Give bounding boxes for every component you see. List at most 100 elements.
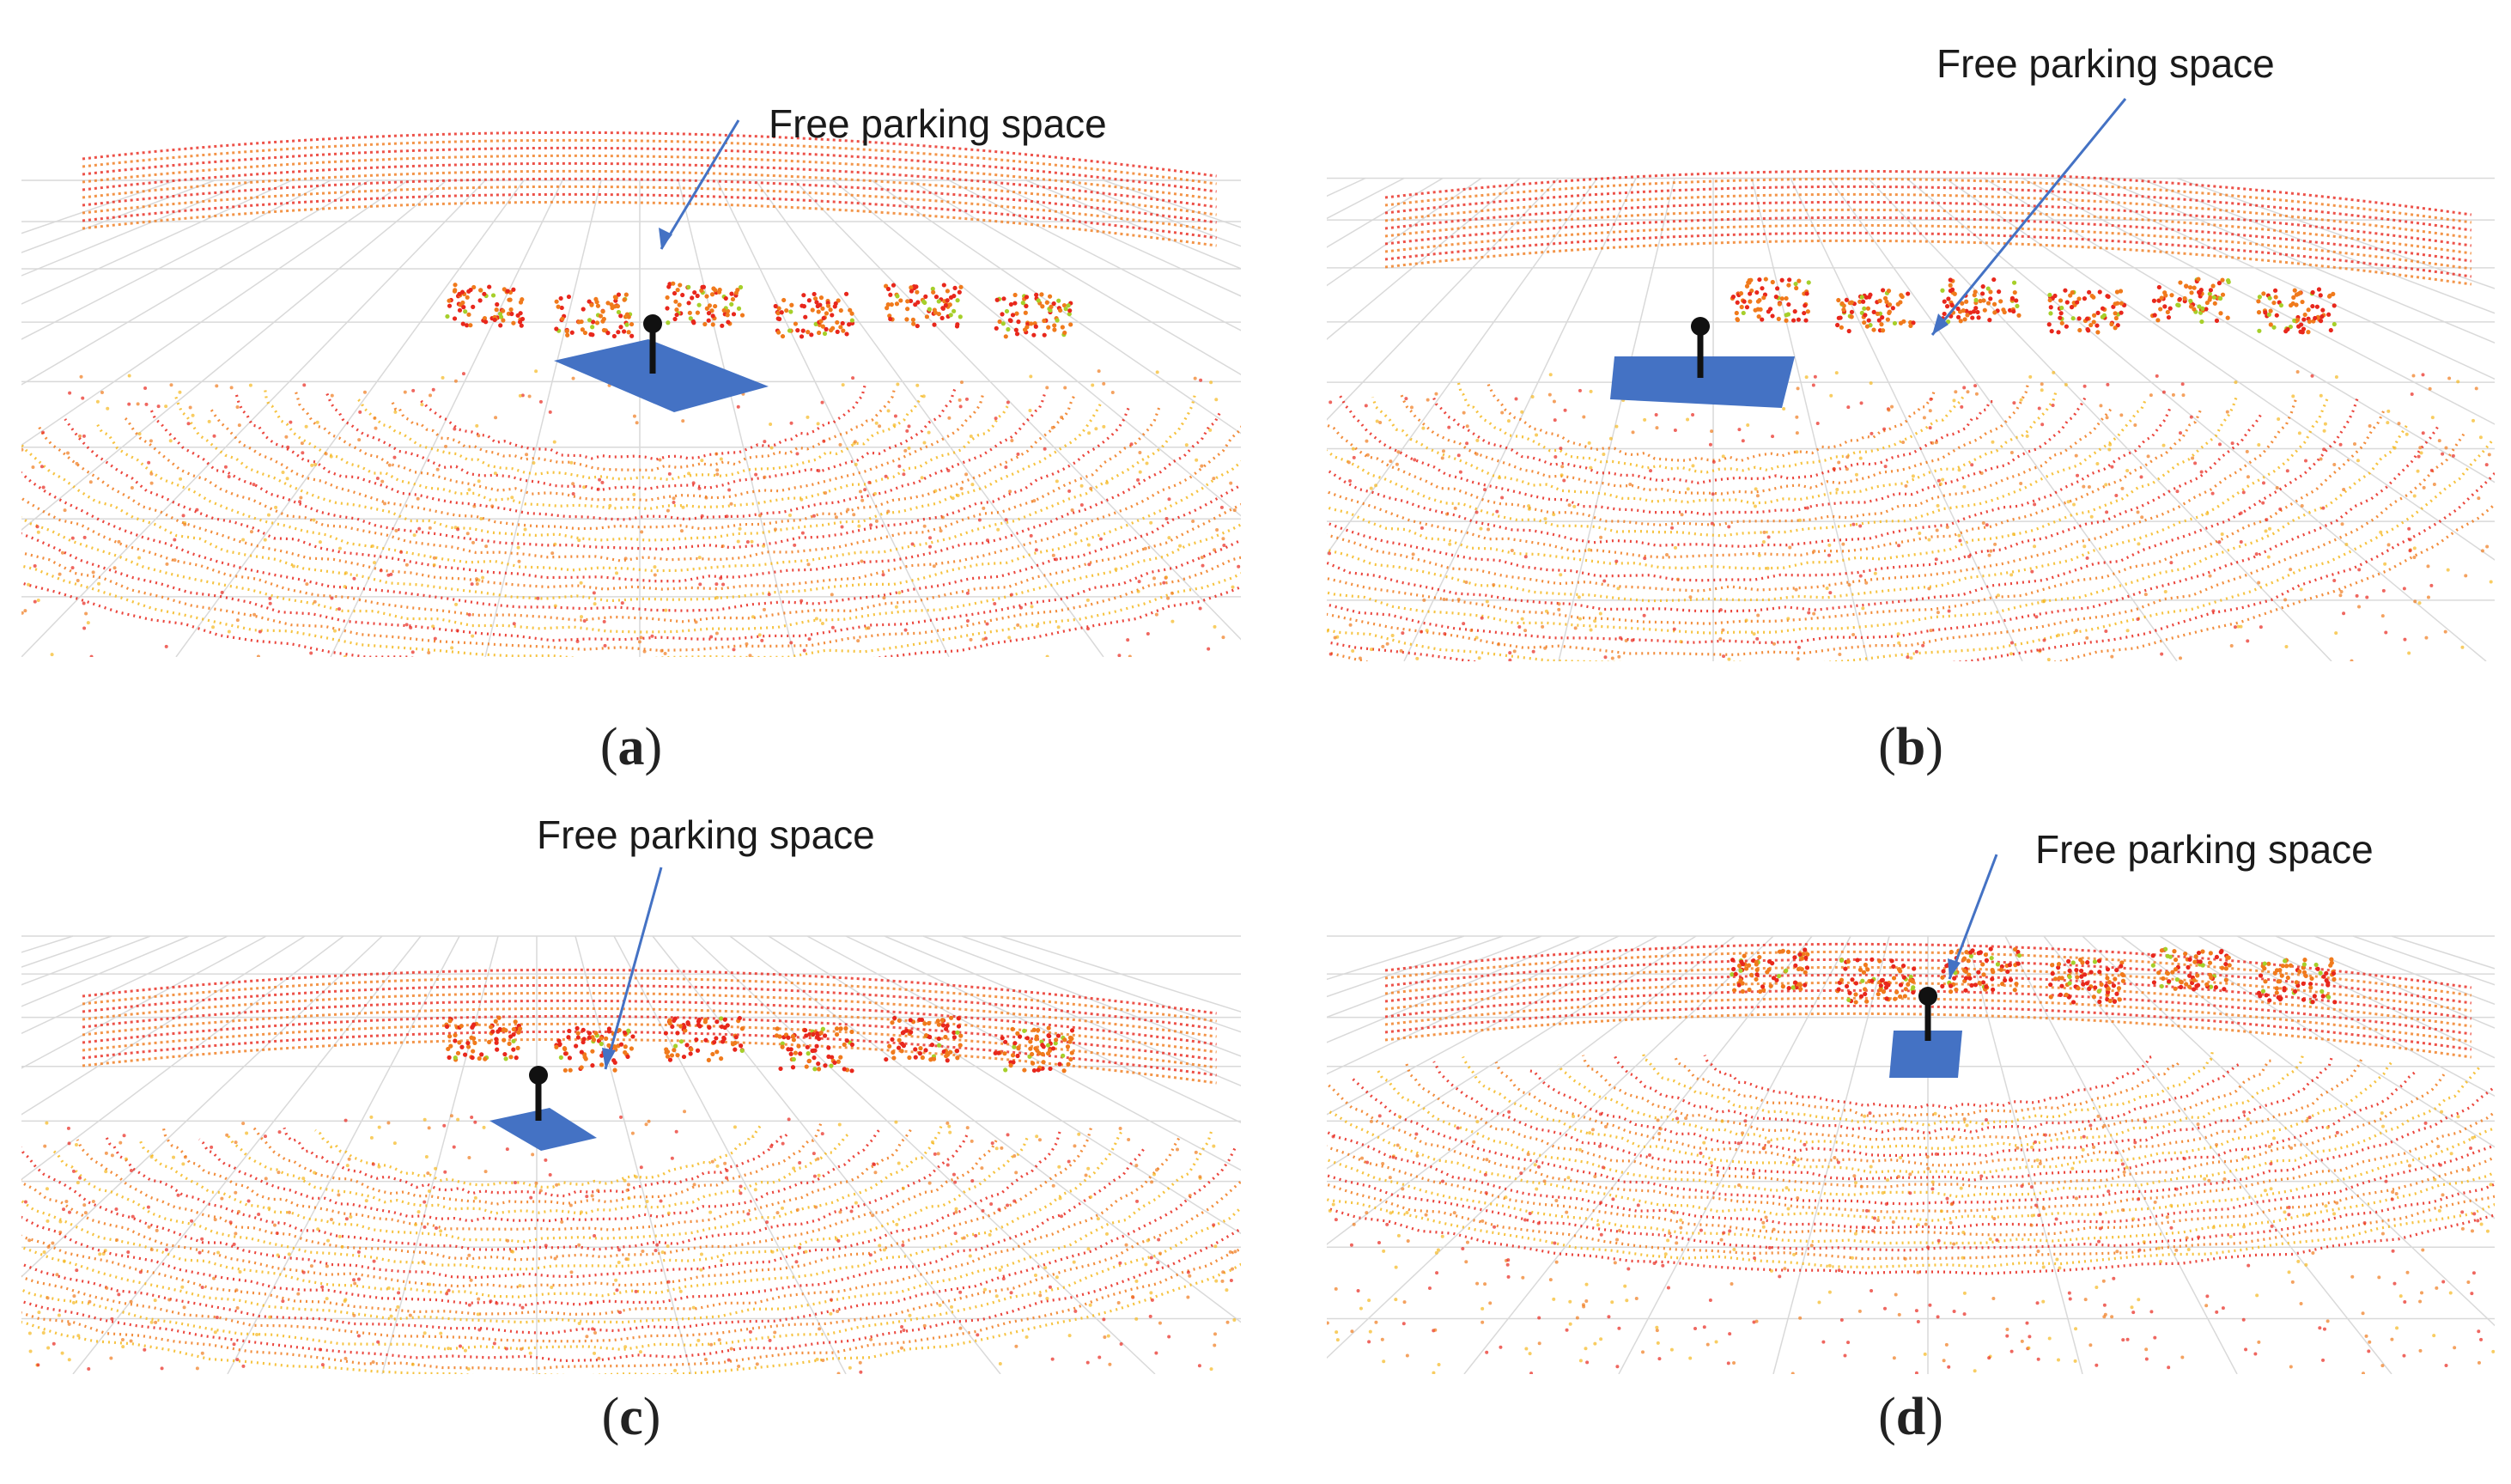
noise-point [2241,490,2246,495]
noise-point [1897,544,1901,548]
noise-point [130,486,134,490]
vehicle-point [1881,288,1886,293]
vehicle-point [2196,277,2201,282]
vehicle-point [885,286,891,292]
noise-point [1365,1160,1370,1165]
noise-point [933,489,938,493]
scan-ring [36,423,1241,591]
noise-point [81,396,85,400]
vehicle-point [2258,973,2264,978]
point-cloud-b: Free parking space [1327,41,2495,661]
vehicle-point [1034,1034,1039,1039]
vehicle-point [780,1041,785,1046]
vehicle-point [672,290,678,296]
vehicle-point [1955,306,1961,312]
vehicle-point [511,1047,516,1052]
vehicle-point [1835,322,1840,328]
noise-point [249,530,253,534]
noise-point [1755,636,1760,641]
vehicle-point [465,1040,471,1046]
noise-point [392,455,397,459]
vehicle-point [801,293,806,298]
vehicle-point [2310,303,2315,309]
vehicle-point [1045,1043,1051,1048]
vehicle-point [798,1051,803,1056]
noise-point [1409,405,1414,410]
noise-point [1985,1118,1989,1122]
noise-point [1709,1160,1713,1165]
noise-point [1365,1211,1369,1215]
noise-point [344,1356,348,1360]
vehicle-point [2113,325,2118,331]
noise-point [620,601,624,605]
noise-point [1377,1241,1381,1245]
vehicle-point [702,1019,708,1025]
noise-point [763,475,767,479]
grid-line [1327,177,1482,287]
grid-line [909,179,1241,375]
vehicle-point [2216,281,2222,286]
noise-point [481,575,485,580]
noise-point [821,1358,825,1362]
noise-point [1149,1291,1153,1295]
vehicle-point [726,319,731,325]
noise-point [1520,410,1524,414]
noise-point [1134,1279,1139,1283]
wall-scan [82,169,1217,216]
vehicle-point [2312,994,2317,999]
noise-point [2377,1275,2381,1280]
vehicle-point [1981,298,1986,303]
noise-point [2311,1251,2315,1256]
noise-point [945,1121,950,1125]
vehicle-point [568,1067,573,1073]
vehicle-point [624,322,629,327]
vehicle-point [788,309,793,314]
noise-point [1936,1238,1941,1243]
noise-point [1679,1218,1683,1222]
vehicle-point [1865,306,1871,311]
vehicle-point [496,1015,502,1020]
vehicle-point [838,307,843,313]
vehicle-point [1031,1027,1037,1032]
vehicle-point [685,1020,690,1025]
noise-point [104,1151,108,1155]
scan-ring [1327,400,2147,538]
vehicle-point [1761,295,1766,301]
noise-point [252,612,257,617]
noise-point [709,1342,714,1347]
noise-point [2179,431,2183,435]
noise-point [23,609,27,613]
noise-point [2030,1213,2034,1218]
vehicle-point [2194,983,2199,988]
noise-point [812,514,816,518]
vehicle-point [1003,1039,1008,1044]
vehicle-point [1743,966,1749,971]
noise-point [2410,392,2414,397]
noise-point [453,427,457,431]
vehicle-point [1940,975,1945,980]
vehicle-point [905,299,910,304]
noise-point [2489,1183,2493,1187]
noise-point [1070,508,1074,512]
noise-point [1137,580,1141,584]
vehicle-point [595,303,601,308]
noise-point [444,444,448,448]
vehicle-point [2207,291,2212,296]
vehicle-point [576,319,581,325]
vehicle-point [2081,982,2086,987]
noise-point [1791,1160,1796,1165]
noise-point [874,421,879,425]
vehicle-point [804,1033,809,1038]
vehicle-point [2292,288,2297,293]
vehicle-point [1863,313,1868,318]
scan-ring [21,1247,1241,1371]
noise-point [548,1172,552,1177]
noise-point [1413,458,1417,462]
vehicle-point [2059,320,2064,325]
noise-point [1602,452,1606,456]
noise-point [519,1347,523,1351]
vehicle-point [887,1043,892,1049]
vehicle-point [806,1058,812,1064]
noise-point [2361,1311,2365,1316]
vehicle-point [955,322,960,327]
